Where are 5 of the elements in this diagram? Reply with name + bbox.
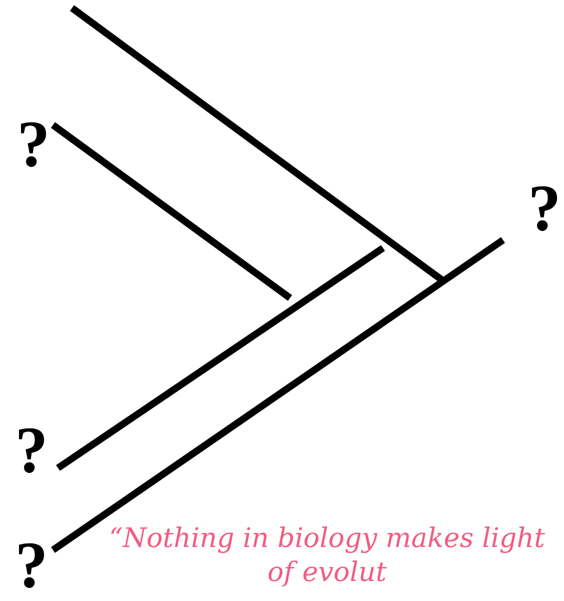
quote-text: “Nothing in biology makes light of evolut [108, 522, 546, 590]
question-mark: ? [15, 533, 48, 599]
question-mark: ? [528, 176, 561, 242]
question-mark: ? [15, 418, 48, 484]
question-mark: ? [17, 112, 50, 178]
